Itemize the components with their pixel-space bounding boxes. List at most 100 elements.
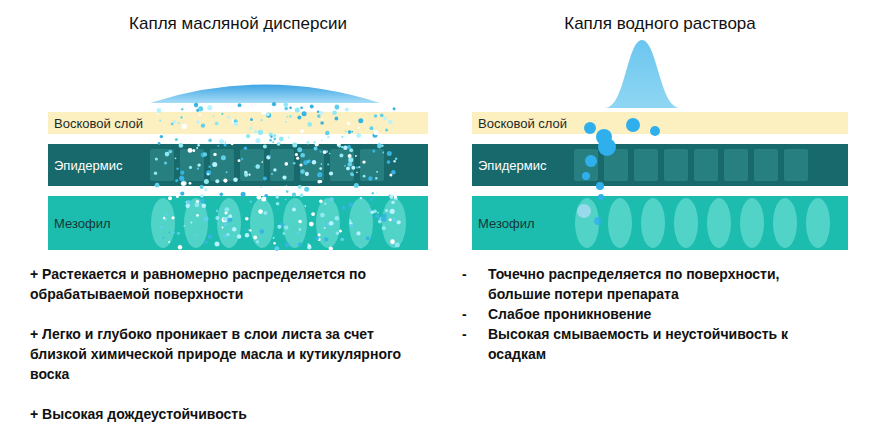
oil-particle bbox=[276, 202, 280, 206]
oil-particle bbox=[195, 203, 200, 208]
oil-particle bbox=[188, 148, 193, 153]
oil-particle bbox=[375, 214, 380, 219]
oil-particle bbox=[184, 225, 186, 227]
oil-particle bbox=[286, 116, 288, 118]
oil-particle bbox=[314, 147, 318, 151]
oil-particle bbox=[179, 143, 184, 148]
oil-particle bbox=[349, 148, 353, 152]
water-drop bbox=[598, 194, 604, 200]
oil-particle bbox=[329, 221, 334, 226]
oil-particle bbox=[196, 120, 199, 123]
oil-particle bbox=[244, 173, 248, 177]
oil-particle bbox=[255, 138, 260, 143]
oil-particle bbox=[308, 160, 311, 163]
oil-particle bbox=[273, 168, 276, 171]
water-drop bbox=[577, 204, 591, 218]
oil-particle bbox=[261, 161, 263, 163]
oil-particle bbox=[309, 222, 314, 227]
oil-particle bbox=[266, 113, 271, 118]
oil-particle bbox=[224, 222, 228, 226]
oil-particle bbox=[351, 173, 354, 176]
oil-particle bbox=[256, 240, 259, 243]
oil-particle bbox=[298, 242, 302, 246]
oil-particle bbox=[297, 116, 301, 120]
mesophyll-cell bbox=[806, 198, 830, 248]
oil-particle bbox=[362, 160, 365, 163]
epidermis-cell bbox=[360, 149, 384, 181]
oil-particle bbox=[275, 195, 279, 199]
oil-particle bbox=[196, 234, 199, 237]
oil-particle bbox=[176, 167, 179, 170]
oil-particle bbox=[212, 162, 217, 167]
oil-particle bbox=[182, 181, 187, 186]
oil-particle bbox=[225, 207, 230, 212]
epidermis-cell bbox=[784, 149, 808, 181]
oil-particle bbox=[300, 194, 304, 198]
oil-particle bbox=[255, 164, 260, 169]
oil-particle bbox=[269, 190, 271, 192]
oil-particle bbox=[157, 113, 159, 115]
oil-particle bbox=[389, 218, 392, 221]
epidermis-cell bbox=[150, 149, 174, 181]
oil-particle bbox=[345, 107, 349, 111]
oil-particle bbox=[320, 213, 325, 218]
oil-particle bbox=[289, 106, 292, 109]
oil-particle bbox=[378, 220, 382, 224]
oil-particle bbox=[222, 217, 227, 222]
oil-particle bbox=[213, 153, 216, 156]
water-drop bbox=[626, 118, 640, 132]
oil-particle bbox=[329, 247, 333, 251]
bullet-dash: - bbox=[462, 324, 476, 344]
oil-particle bbox=[344, 165, 346, 167]
oil-particle bbox=[340, 238, 344, 242]
oil-particle bbox=[384, 134, 388, 138]
oil-particle bbox=[206, 170, 211, 175]
oil-particle bbox=[200, 194, 203, 197]
water-drop bbox=[582, 172, 590, 180]
oil-particle bbox=[154, 172, 157, 175]
oil-particle bbox=[173, 120, 176, 123]
oil-particle bbox=[215, 179, 219, 183]
oil-particle bbox=[208, 166, 210, 168]
bullet-dash: - bbox=[462, 264, 476, 284]
oil-particle bbox=[372, 192, 374, 194]
oil-particle bbox=[317, 111, 319, 113]
oil-particle bbox=[186, 204, 190, 208]
oil-particle bbox=[368, 209, 371, 212]
oil-particle bbox=[390, 137, 392, 139]
oil-particle bbox=[244, 147, 247, 150]
oil-particle bbox=[168, 241, 170, 243]
oil-particle bbox=[351, 166, 355, 170]
oil-particle bbox=[292, 208, 296, 212]
oil-particle bbox=[320, 151, 322, 153]
oil-particle bbox=[261, 196, 266, 201]
drawback-item: Высокая смываемость и неустойчивость к о… bbox=[488, 324, 833, 364]
oil-particle bbox=[207, 173, 209, 175]
mesophyll-cell bbox=[184, 198, 208, 248]
oil-particle bbox=[273, 134, 276, 137]
water-droplet bbox=[605, 40, 680, 108]
oil-particle bbox=[360, 246, 362, 248]
oil-particle bbox=[225, 141, 227, 143]
oil-particle bbox=[392, 218, 396, 222]
oil-particle bbox=[156, 108, 161, 113]
oil-particle bbox=[325, 131, 330, 136]
oil-particle bbox=[324, 227, 326, 229]
oil-particle bbox=[266, 112, 270, 116]
epidermis-cell bbox=[574, 149, 598, 181]
epidermis-cell bbox=[180, 149, 204, 181]
oil-particle bbox=[204, 179, 209, 184]
oil-particle bbox=[200, 185, 204, 189]
oil-particle bbox=[315, 142, 319, 146]
oil-particle bbox=[348, 202, 353, 207]
oil-particle bbox=[358, 127, 360, 129]
oil-particle bbox=[356, 231, 360, 235]
oil-particle bbox=[197, 107, 199, 109]
mesophyll-cell bbox=[283, 198, 307, 248]
oil-particle bbox=[272, 102, 276, 106]
oil-particle bbox=[393, 160, 396, 163]
oil-particle bbox=[329, 153, 331, 155]
drawback-item: Точечно распределяется по поверхности, б… bbox=[488, 264, 833, 304]
oil-particle bbox=[350, 224, 354, 228]
oil-particle bbox=[307, 245, 311, 249]
